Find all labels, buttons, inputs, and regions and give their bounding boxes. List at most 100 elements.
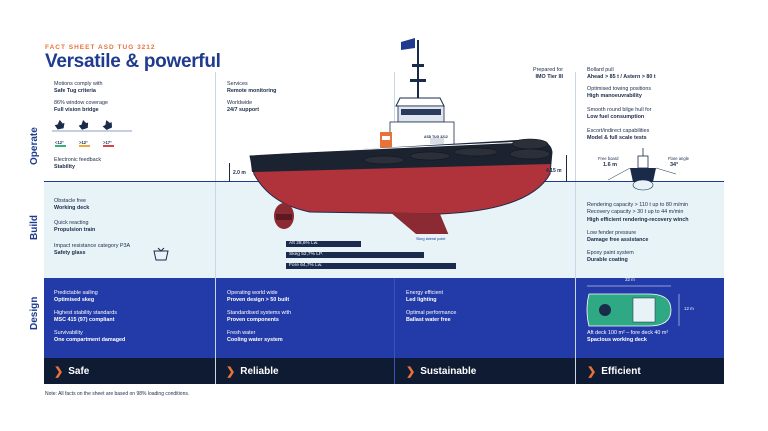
section-label-build: Build xyxy=(29,215,40,240)
fact-sheet-eyebrow: FACT SHEET ASD TUG 3212 xyxy=(45,44,156,51)
fact-value: Led lighting xyxy=(406,297,437,304)
build-fact-winch: Rendering capacity > 110 t up to 80 m/mi… xyxy=(587,202,689,224)
fact-label: Energy efficient xyxy=(406,290,444,296)
fact-label: Services xyxy=(227,81,248,87)
fact-value: Safe Tug criteria xyxy=(54,88,96,95)
build-fact-fender: Low fender pressure Damage free assistan… xyxy=(587,230,648,245)
design-fact-cooling: Fresh water Cooling water system xyxy=(227,330,283,345)
footer-band xyxy=(44,358,724,384)
fact-value: Model & full scale tests xyxy=(587,135,647,142)
section-label-design: Design xyxy=(29,296,40,330)
fact-value: Proven design > 50 built xyxy=(227,297,290,304)
fact-value: Optimised skeg xyxy=(54,297,95,304)
design-fact-lighting: Energy efficient Led lighting xyxy=(406,290,443,305)
design-fact-proven-design: Operating world wide Proven design > 50 … xyxy=(227,290,289,305)
fact-value: Damage free assistance xyxy=(587,237,649,244)
fact-value: Spacious working deck xyxy=(587,337,647,344)
angle-label-1: <12° xyxy=(55,140,64,145)
section-label-operate: Operate xyxy=(29,127,40,165)
fact-value: Propulsion train xyxy=(54,227,96,234)
fact-label: Worldwide xyxy=(227,100,253,106)
fact-label: Highest stability standards xyxy=(54,310,117,316)
draft-marker-left xyxy=(229,163,230,182)
fact-label: Obstacle free xyxy=(54,198,87,204)
fact-value: High manoeuvrability xyxy=(587,93,642,100)
fact-label: Prepared for xyxy=(533,67,563,73)
fact-label: Motions comply with xyxy=(54,81,103,87)
operate-fact-hull: Smooth round bilge hull for Low fuel con… xyxy=(587,107,651,122)
operate-fact-imo: Prepared for IMO Tier III xyxy=(527,67,563,82)
fact-value: Ballast water free xyxy=(406,317,451,324)
design-fact-skeg: Predictable sailing Optimised skeg xyxy=(54,290,98,305)
column-divider xyxy=(394,278,395,384)
freeboard-label: Free board xyxy=(598,156,619,161)
flare-value: 34° xyxy=(670,162,679,168)
design-fact-survivability: Survivability One compartment damaged xyxy=(54,330,125,345)
fact-value: Working deck xyxy=(54,205,90,212)
build-fact-deck: Obstacle free Working deck xyxy=(54,198,89,213)
operate-fact-bollard: Bollard pull Ahead > 85 t / Astern > 80 … xyxy=(587,67,656,82)
draft-marker-right xyxy=(566,155,567,182)
fact-value: Safety glass xyxy=(54,250,86,257)
fact-value: Durable coating xyxy=(587,257,628,264)
footer-pillar-label: Efficient xyxy=(601,365,641,377)
flare-label: Flare angle xyxy=(668,156,689,161)
operate-fact-escort: Escort/indirect capabilities Model & ful… xyxy=(587,128,649,143)
position-bar-skeg: Skeg 52,7% LP. xyxy=(286,252,424,258)
flag-icon xyxy=(401,38,415,50)
chevron-right-icon: ❯ xyxy=(406,365,416,378)
operate-fact-services: Services Remote monitoring xyxy=(227,81,276,96)
column-divider xyxy=(215,72,216,384)
footer-pillar-label: Reliable xyxy=(240,365,279,377)
fact-label: Impact resistance category P3A xyxy=(54,243,131,249)
fact-label: Bollard pull xyxy=(587,67,614,73)
fact-label: 86% window coverage xyxy=(54,100,108,106)
fact-label: Low fender pressure xyxy=(587,230,637,236)
operate-fact-towing: Optimised towing positions High manoeuvr… xyxy=(587,86,651,101)
operate-fact-window: 86% window coverage Full vision bridge xyxy=(54,100,108,115)
fact-label: Operating world wide xyxy=(227,290,278,296)
footer-pillar-efficient: ❯ Efficient xyxy=(587,358,641,384)
fact-label: Predictable sailing xyxy=(54,290,98,296)
design-fact-deck: Aft deck 100 m² – fore deck 40 m² Spacio… xyxy=(587,330,668,345)
glass-impact-icon xyxy=(153,247,169,261)
footer-pillar-safe: ❯ Safe xyxy=(54,358,89,384)
loading-note: Note: All facts on the sheet are based o… xyxy=(45,391,190,397)
fact-value: Cooling water system xyxy=(227,337,283,344)
dimension-left: 2.0 m xyxy=(233,170,246,176)
operate-fact-support: Worldwide 24/7 support xyxy=(227,100,259,115)
stability-red-bar xyxy=(103,145,114,147)
skeg-lateral-label: Skeg lateral point xyxy=(416,237,446,241)
superstructure-name: ASD TUG 3212 xyxy=(424,135,448,139)
fact-value: Full vision bridge xyxy=(54,107,99,114)
build-fact-paint: Epoxy paint system Durable coating xyxy=(587,250,634,265)
operate-fact-electronic: Electronic feedback Stability xyxy=(54,157,101,172)
fact-label: Fresh water xyxy=(227,330,256,336)
tug-front-view-diagram xyxy=(607,148,677,191)
fact-label: Quick reacting xyxy=(54,220,89,226)
fact-label: Electronic feedback xyxy=(54,157,102,163)
fact-label: Aft deck 100 m² – fore deck 40 m² xyxy=(587,330,669,336)
fact-label: Optimised towing positions xyxy=(587,86,652,92)
position-bar-fore: Fore 64,7% Lw. xyxy=(286,263,456,269)
tug-heel-icon xyxy=(54,119,112,130)
page-title: Versatile & powerful xyxy=(45,51,221,72)
fact-value: 24/7 support xyxy=(227,107,260,114)
build-fact-propulsion: Quick reacting Propulsion train xyxy=(54,220,95,235)
deck-plan-diagram xyxy=(586,285,680,327)
fact-value: Low fuel consumption xyxy=(587,114,645,121)
design-fact-stability: Highest stability standards MSC 415 (97)… xyxy=(54,310,117,325)
fact-value: Stability xyxy=(54,164,75,171)
fact-label: Survivability xyxy=(54,330,83,336)
stability-tug-icons xyxy=(52,119,132,147)
fact-label: Smooth round bilge hull for xyxy=(587,107,652,113)
chevron-right-icon: ❯ xyxy=(587,365,597,378)
operate-fact-motions: Motions comply with Safe Tug criteria xyxy=(54,81,103,96)
angle-label-2: >12° xyxy=(79,140,88,145)
fact-label: Epoxy paint system xyxy=(587,250,634,256)
fact-value: High efficient rendering-recovery winch xyxy=(587,216,689,223)
footer-pillar-reliable: ❯ Reliable xyxy=(226,358,279,384)
footer-pillar-sustainable: ❯ Sustainable xyxy=(406,358,476,384)
fact-value: Ahead > 85 t / Astern > 80 t xyxy=(587,74,656,81)
column-divider xyxy=(575,72,576,384)
